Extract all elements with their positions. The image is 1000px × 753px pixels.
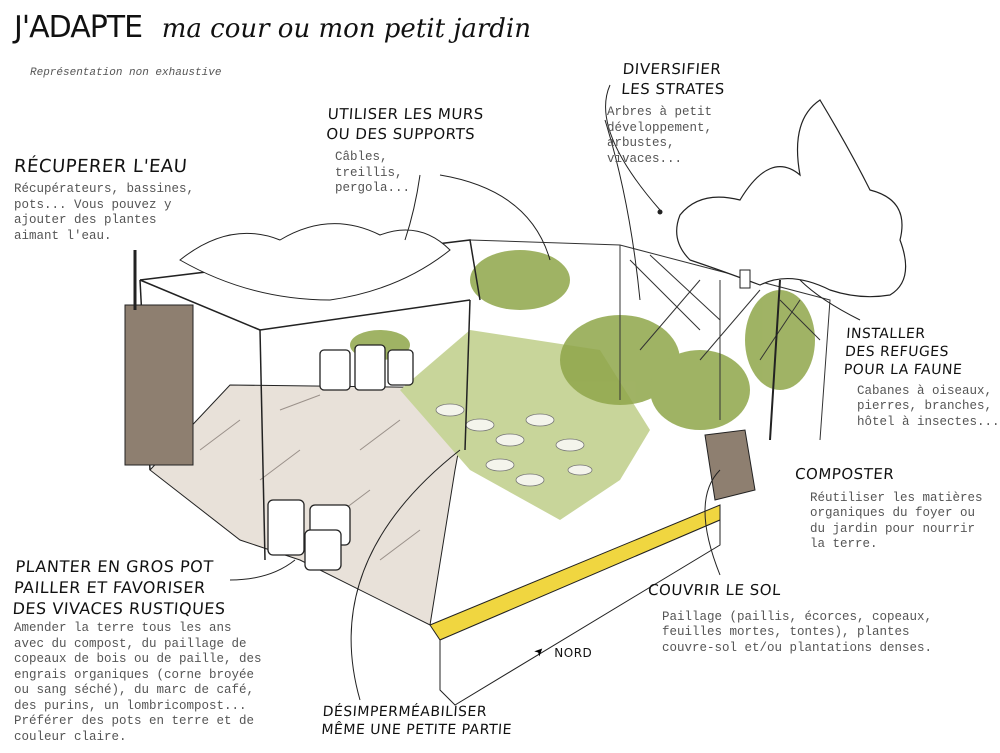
compass-label: NORD	[554, 646, 593, 660]
title-main: J'ADAPTE	[14, 10, 143, 45]
section-title: Désimperméabiliser même une petite parti…	[320, 704, 513, 739]
compost-bin	[704, 429, 756, 501]
section-title: Utiliser les murs ou des supports	[325, 105, 485, 143]
section-permeable: Désimperméabiliser même une petite parti…	[320, 703, 513, 739]
section-body: Arbres à petit développement, arbustes, …	[607, 105, 713, 166]
section-body: Cabanes à oiseaux, pierres, branches, hô…	[857, 383, 1000, 429]
section-refuges: Installer des refuges pour la faune Caba…	[843, 325, 1000, 430]
section-body: Paillage (paillis, écorces, copeaux, feu…	[662, 609, 933, 655]
title-script: ma cour ou mon petit jardin	[161, 14, 531, 44]
section-walls: Utiliser les murs ou des supports Câbles…	[325, 105, 485, 197]
birdhouse-icon	[739, 269, 751, 289]
section-title: Diversifier les strates	[620, 60, 726, 98]
section-strata: Diversifier les strates Arbres à petit d…	[607, 60, 725, 167]
section-soil: Couvrir le sol Paillage (paillis, écorce…	[647, 581, 933, 656]
section-water: Récuperer l'eau Récupérateurs, bassines,…	[13, 155, 195, 244]
subtitle: Représentation non exhaustive	[30, 67, 222, 79]
compass: ➤ NORD	[530, 641, 593, 661]
section-body: Câbles, treillis, pergola...	[335, 150, 411, 195]
section-title: Planter en gros pot pailler et favoriser…	[11, 557, 227, 618]
section-body: Amender la terre tous les ans avec du co…	[14, 621, 262, 744]
section-title: Installer des refuges pour la faune	[843, 326, 963, 379]
section-title: Récuperer l'eau	[13, 156, 189, 177]
section-body: Récupérateurs, bassines, pots... Vous po…	[14, 182, 195, 243]
section-compost: Composter Réutiliser les matières organi…	[794, 465, 983, 553]
section-pots: Planter en gros pot pailler et favoriser…	[11, 557, 262, 745]
section-title: Composter	[794, 465, 895, 483]
section-title: Couvrir le sol	[647, 581, 782, 599]
section-body: Réutiliser les matières organiques du fo…	[810, 490, 983, 552]
page-header: J'ADAPTE ma cour ou mon petit jardin	[14, 10, 531, 45]
water-barrel	[124, 304, 194, 466]
wooden-deck	[149, 384, 471, 626]
